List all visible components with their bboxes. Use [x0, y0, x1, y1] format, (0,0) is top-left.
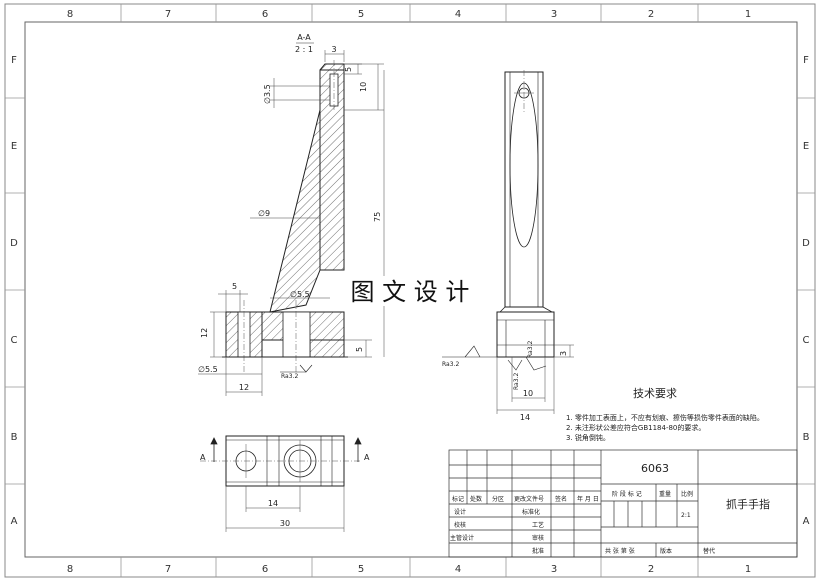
- section-view: A-A 2 : 1: [198, 33, 385, 396]
- tb-zone: 分区: [492, 495, 504, 503]
- tb-chief: 主管设计: [450, 534, 474, 542]
- zone-col-2: 2: [648, 9, 654, 20]
- zone-col-8-b: 8: [67, 564, 73, 575]
- tb-review: 审核: [532, 534, 544, 542]
- technical-requirements: 技术要求 1. 零件加工表面上，不应有划痕、擦伤等损伤零件表面的缺陷。 2. 未…: [566, 387, 764, 442]
- zone-row-D: D: [10, 238, 18, 249]
- section-scale: 2 : 1: [295, 45, 313, 54]
- zone-ticks: [5, 4, 815, 577]
- zone-labels-right: F E D C B A: [802, 55, 810, 527]
- arrow-label-right: A: [364, 453, 370, 462]
- zone-col-3-b: 3: [551, 564, 557, 575]
- title-material: 6063: [641, 462, 669, 475]
- tech-item-1: 1. 零件加工表面上，不应有划痕、擦伤等损伤零件表面的缺陷。: [566, 413, 764, 422]
- dim-phi55-mid: ∅5.5: [290, 290, 310, 299]
- zone-labels-top: 8 7 6 5 4 3 2 1: [67, 9, 751, 20]
- section-slanted-web: [269, 109, 321, 313]
- zone-col-5-b: 5: [358, 564, 364, 575]
- zone-row-C-r: C: [803, 335, 810, 346]
- tb-check: 校核: [454, 521, 466, 529]
- dim-5-bottom: 5: [355, 347, 364, 352]
- side-ra-right: Ra3.2: [527, 341, 534, 358]
- top-view: A A 14 30: [200, 435, 370, 532]
- zone-col-3: 3: [551, 9, 557, 20]
- tb-count: 处数: [470, 495, 482, 503]
- zone-row-D-r: D: [802, 238, 810, 249]
- zone-row-A-r: A: [803, 516, 810, 527]
- tech-item-3: 3. 锐角倒钝。: [566, 433, 610, 442]
- zone-col-4: 4: [455, 9, 461, 20]
- zone-row-F-r: F: [803, 55, 809, 66]
- tech-title: 技术要求: [633, 387, 677, 400]
- section-label: A-A: [297, 33, 311, 42]
- zone-row-F: F: [11, 55, 17, 66]
- tb-scale-value: 2:1: [681, 512, 691, 519]
- tb-sheets: 共 张 第 张: [605, 547, 635, 555]
- arrow-label-left: A: [200, 453, 206, 462]
- dim-75: 75: [373, 212, 382, 222]
- zone-col-8: 8: [67, 9, 73, 20]
- dim-3: 3: [331, 45, 336, 54]
- title-block: [448, 449, 798, 558]
- roughness-symbols-side: [442, 345, 547, 371]
- tb-mark: 标记: [452, 495, 464, 503]
- inner-border: [24, 21, 798, 558]
- top-dim-30: 30: [280, 519, 290, 528]
- tb-process: 工艺: [532, 521, 544, 529]
- zone-col-7: 7: [165, 9, 171, 20]
- zone-row-A: A: [11, 516, 18, 527]
- top-dim-14: 14: [268, 499, 278, 508]
- dim-12-h: 12: [239, 383, 249, 392]
- zone-row-E: E: [11, 141, 17, 152]
- zone-col-1: 1: [745, 9, 751, 20]
- tb-version: 版本: [660, 547, 672, 555]
- tech-item-2: 2. 未注形状公差应符合GB1184-80的要求。: [566, 423, 705, 432]
- side-dim-14: 14: [520, 413, 530, 422]
- dim-phi55-low: ∅5.5: [198, 365, 218, 374]
- side-view: 3 10 14 Ra3.2 Ra3.2 Ra3.2: [442, 70, 574, 422]
- dim-10: 10: [359, 82, 368, 92]
- zone-labels-left: F E D C B A: [10, 55, 18, 527]
- dim-phi35: ∅3.5: [263, 84, 272, 104]
- roughness-symbol-section: [280, 364, 313, 373]
- zone-col-7-b: 7: [165, 564, 171, 575]
- zone-col-6-b: 6: [262, 564, 268, 575]
- watermark-text: 图 文 设 计: [351, 278, 470, 306]
- tb-doc: 更改文件号: [514, 495, 544, 503]
- zone-row-C: C: [11, 335, 18, 346]
- zone-col-5: 5: [358, 9, 364, 20]
- section-arrows: [210, 437, 362, 462]
- tb-scale-label: 比例: [681, 490, 693, 498]
- zone-row-B: B: [11, 432, 18, 443]
- zone-row-E-r: E: [803, 141, 809, 152]
- tb-date: 年 月 日: [577, 495, 599, 503]
- zone-col-4-b: 4: [455, 564, 461, 575]
- side-ra-left: Ra3.2: [442, 361, 459, 368]
- side-base: [496, 311, 555, 358]
- roughness-label-section: Ra3.2: [281, 373, 298, 380]
- tb-replace: 替代: [703, 547, 715, 555]
- tb-approve: 批准: [532, 547, 544, 555]
- zone-col-6: 6: [262, 9, 268, 20]
- tb-design: 设计: [454, 508, 466, 516]
- tb-sign: 签名: [555, 495, 567, 503]
- side-ra-mid: Ra3.2: [513, 373, 520, 390]
- dim-phi9: ∅9: [258, 209, 270, 218]
- dim-5-top: 5: [344, 67, 353, 72]
- side-dim-10: 10: [523, 389, 533, 398]
- side-dim-3: 3: [559, 351, 568, 356]
- section-base-right: [309, 339, 345, 358]
- tb-weight: 重量: [659, 490, 671, 498]
- tb-stage: 阶 段 标 记: [612, 490, 642, 498]
- dim-12-v: 12: [200, 328, 209, 338]
- title-part-name: 抓手手指: [726, 497, 770, 511]
- zone-labels-bottom: 8 7 6 5 4 3 2 1: [67, 564, 751, 575]
- zone-col-2-b: 2: [648, 564, 654, 575]
- dim-5-left: 5: [232, 282, 237, 291]
- zone-col-1-b: 1: [745, 564, 751, 575]
- tb-standard: 标准化: [522, 508, 540, 516]
- zone-row-B-r: B: [803, 432, 810, 443]
